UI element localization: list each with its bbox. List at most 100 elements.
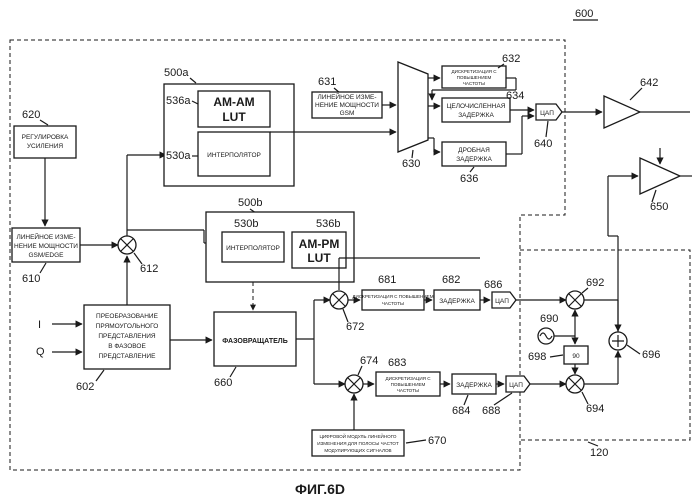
leader-640 [546, 121, 548, 137]
iq-conv-line5: ПРЕДСТАВЛЕНИЕ [99, 353, 157, 360]
label-500a: 500a [164, 67, 189, 79]
gain-adjust-block [14, 126, 76, 158]
figure-caption: ФИГ.6D [295, 481, 345, 497]
interpolator-b-label: ИНТЕРПОЛЯТОР [226, 245, 280, 252]
label-684: 684 [452, 405, 470, 417]
dac-i-label: ЦАП [495, 298, 509, 305]
linear-gsm-edge-line1: ЛИНЕЙНОЕ ИЗМЕ- [16, 232, 75, 241]
leader-688 [494, 393, 512, 405]
label-636: 636 [460, 173, 478, 185]
upsample-top-line1: ДИСКРЕТИЗАЦИЯ С [451, 69, 497, 74]
label-530a: 530a [166, 150, 191, 162]
label-610: 610 [22, 273, 40, 285]
amplifier-642 [604, 96, 640, 128]
label-640: 640 [534, 138, 552, 150]
label-686: 686 [484, 279, 502, 291]
delay-q-label: ЗАДЕРЖКА [456, 382, 492, 389]
leader-620 [40, 120, 48, 125]
int-delay-line2: ЗАДЕРЖКА [458, 112, 494, 119]
label-692: 692 [586, 277, 604, 289]
upsample-top-line2: ПОВЫШЕНИЕМ [457, 75, 492, 80]
label-682: 682 [442, 274, 460, 286]
dac-top-label: ЦАП [540, 110, 554, 117]
leader-670 [406, 440, 426, 443]
upsample-q-line2: ПОВЫШЕНИЕМ [391, 382, 426, 387]
label-612: 612 [140, 263, 158, 275]
leader-674 [358, 366, 362, 375]
upsample-top-line3: ЧАСТОТЫ [463, 81, 485, 86]
input-q: Q [36, 346, 45, 358]
interpolator-a-label: ИНТЕРПОЛЯТОР [207, 152, 261, 159]
label-632: 632 [502, 53, 520, 65]
label-642: 642 [640, 77, 658, 89]
leader-612 [134, 253, 142, 264]
leader-696 [627, 345, 640, 354]
upsample-q-line3: ЧАСТОТЫ [397, 388, 419, 393]
leader-694 [582, 392, 588, 404]
label-690: 690 [540, 313, 558, 325]
label-672: 672 [346, 321, 364, 333]
leader-120 [588, 442, 598, 446]
upsample-q-line1: ДИСКРЕТИЗАЦИЯ С [385, 376, 431, 381]
linear-gsm-edge-line3: GSM/EDGE [28, 252, 64, 259]
label-631: 631 [318, 76, 336, 88]
label-674: 674 [360, 355, 378, 367]
am-am-lut-line2: LUT [222, 110, 246, 124]
label-698: 698 [528, 351, 546, 363]
leader-684 [464, 395, 468, 405]
upsample-i-block [362, 290, 424, 310]
am-am-lut-line1: AM-AM [213, 95, 254, 109]
label-660: 660 [214, 377, 232, 389]
label-500b: 500b [238, 197, 262, 209]
linear-gsm-line3: GSM [340, 110, 355, 117]
analog-region-border [520, 250, 690, 440]
digital-module-line1: ЦИФРОВОЙ МОДУЛЬ ЛИНЕЙНОГО [319, 432, 396, 439]
label-670: 670 [428, 435, 446, 447]
label-681: 681 [378, 274, 396, 286]
input-i: I [38, 319, 41, 331]
am-pm-lut-line1: AM-PM [299, 237, 340, 251]
int-delay-line1: ЦЕЛОЧИСЛЕННАЯ [447, 103, 506, 110]
leader-698 [550, 355, 563, 357]
label-602: 602 [76, 381, 94, 393]
leader-660 [230, 367, 236, 377]
linear-gsm-line1: ЛИНЕЙНОЕ ИЗМЕ- [317, 92, 376, 101]
gain-adjust-line1: РЕГУЛИРОВКА [22, 134, 69, 141]
linear-gsm-edge-line2: НЕНИЕ МОЩНОСТИ [14, 243, 78, 250]
leader-642 [630, 88, 642, 100]
frac-delay-line1: ДРОБНАЯ [458, 147, 490, 154]
am-pm-lut-line2: LUT [307, 251, 331, 265]
label-634: 634 [506, 90, 524, 102]
label-536b: 536b [316, 218, 340, 230]
upsample-i-line2: ЧАСТОТЫ [382, 301, 404, 306]
linear-gsm-line2: НЕНИЕ МОЩНОСТИ [315, 102, 379, 109]
figure-number: 600 [575, 8, 593, 20]
mux-630 [398, 62, 428, 152]
delay-i-label: ЗАДЕРЖКА [439, 298, 475, 305]
label-630: 630 [402, 158, 420, 170]
digital-module-line2: ИЗМЕНЕНИЯ ДЛЯ ПОЛОСЫ ЧАСТОТ [317, 441, 399, 446]
upsample-i-line1: ДИСКРЕТИЗАЦИЯ С ПОВЫШЕНИЕМ [352, 294, 433, 299]
leader-610 [40, 263, 46, 273]
iq-conv-line4: В ФАЗОВОЕ [108, 343, 146, 350]
frac-delay-line2: ЗАДЕРЖКА [456, 156, 492, 163]
phase-rotator-label: ФАЗОВРАЩАТЕЛЬ [222, 338, 288, 345]
label-530b: 530b [234, 218, 258, 230]
iq-conv-line3: ПРЕДСТАВЛЕНИЯ [98, 333, 156, 340]
leader-692 [582, 288, 588, 293]
label-536a: 536a [166, 95, 191, 107]
phase-90-label: 90 [572, 353, 580, 360]
label-620: 620 [22, 109, 40, 121]
digital-module-line3: МОДУЛИРУЮЩИХ СИГНАЛОВ [324, 448, 391, 453]
gain-adjust-line2: УСИЛЕНИЯ [27, 143, 63, 150]
leader-630 [412, 150, 413, 158]
label-694: 694 [586, 403, 604, 415]
label-650: 650 [650, 201, 668, 213]
label-688: 688 [482, 405, 500, 417]
leader-636 [470, 167, 474, 172]
label-120: 120 [590, 447, 608, 459]
label-683: 683 [388, 357, 406, 369]
dac-q-label: ЦАП [509, 382, 523, 389]
label-696: 696 [642, 349, 660, 361]
